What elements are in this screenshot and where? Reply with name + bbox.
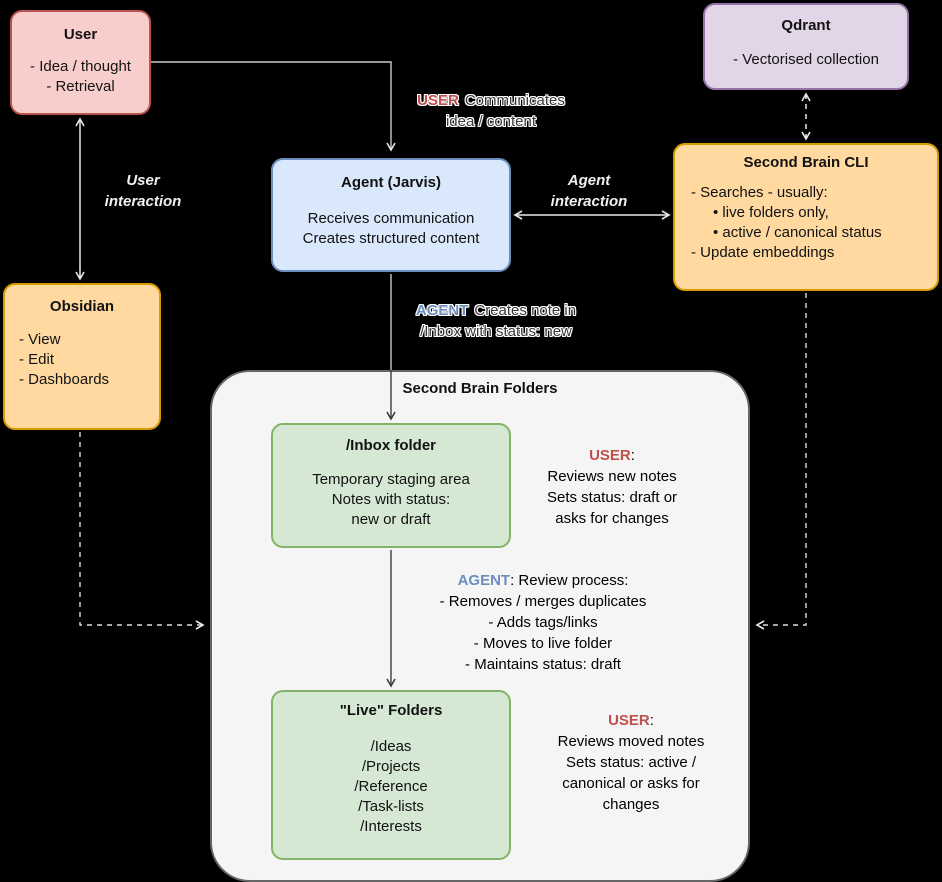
live-node-line: /Ideas (370, 738, 412, 755)
agent-node-line: Receives communication (307, 210, 475, 227)
agent-node-title: Agent (Jarvis) (340, 174, 442, 191)
live-node-title: "Live" Folders (339, 702, 443, 719)
cli-node-title: Second Brain CLI (743, 154, 869, 171)
actor-user-tag: USER (589, 447, 631, 464)
obsidian-node: Obsidian - View - Edit - Dashboards (3, 283, 161, 430)
inbox-node-line: Temporary staging area (312, 471, 470, 488)
live-node-line: /Task-lists (358, 798, 424, 815)
agent-jarvis-node: Agent (Jarvis) Receives communication Cr… (271, 158, 511, 272)
inbox-folder-node: /Inbox folder Temporary staging area Not… (271, 423, 511, 548)
label-user-reviews-new-notes: USER: Reviews new notes Sets status: dra… (546, 447, 678, 527)
cli-node-bullet: • active / canonical status (713, 224, 882, 241)
label-user-reviews-moved-notes: USER: Reviews moved notes Sets status: a… (557, 712, 705, 813)
user-node-line: - Idea / thought (30, 58, 131, 75)
agent-node-line: Creates structured content (302, 230, 480, 247)
inbox-node-line: Notes with status: (331, 491, 451, 508)
cli-node-bullet: • live folders only, (713, 204, 829, 221)
live-node-line: /Projects (361, 758, 421, 775)
edge-cli-to-folders-dashed (755, 293, 807, 630)
live-node-line: /Interests (360, 818, 422, 835)
user-node: User - Idea / thought - Retrieval (10, 10, 151, 115)
user-node-title: User (63, 26, 98, 43)
cli-node-line: - Searches - usually: (691, 184, 828, 201)
qdrant-node-line: - Vectorised collection (733, 51, 879, 68)
obsidian-node-title: Obsidian (49, 298, 115, 315)
user-node-line: - Retrieval (46, 78, 115, 95)
actor-user-tag: USER (417, 92, 459, 109)
cli-node-line: - Update embeddings (691, 244, 835, 261)
actor-agent-tag: AGENT (415, 302, 469, 319)
live-node-line: /Reference (354, 778, 428, 795)
label-agent-review-process: AGENT: Review process: - Removes / merge… (439, 572, 647, 673)
edge-user-to-agent (151, 61, 396, 152)
qdrant-node-title: Qdrant (781, 17, 831, 34)
label-agent-interaction: Agent interaction (550, 172, 628, 210)
inbox-node-line: new or draft (351, 511, 431, 528)
label-user-interaction: User interaction (104, 172, 182, 210)
inbox-node-title: /Inbox folder (346, 437, 436, 454)
live-folders-node: "Live" Folders /Ideas /Projects /Referen… (271, 690, 511, 860)
obsidian-node-line: - Dashboards (19, 371, 110, 388)
obsidian-node-line: - Edit (19, 351, 55, 368)
obsidian-node-line: - View (19, 331, 61, 348)
qdrant-node: Qdrant - Vectorised collection (703, 3, 909, 90)
folders-container-title: Second Brain Folders (402, 380, 558, 397)
actor-agent-tag: AGENT (457, 572, 511, 589)
edge-obsidian-to-folders-dashed (79, 432, 205, 630)
actor-user-tag: USER (608, 712, 650, 729)
second-brain-cli-node: Second Brain CLI - Searches - usually: •… (673, 143, 939, 291)
